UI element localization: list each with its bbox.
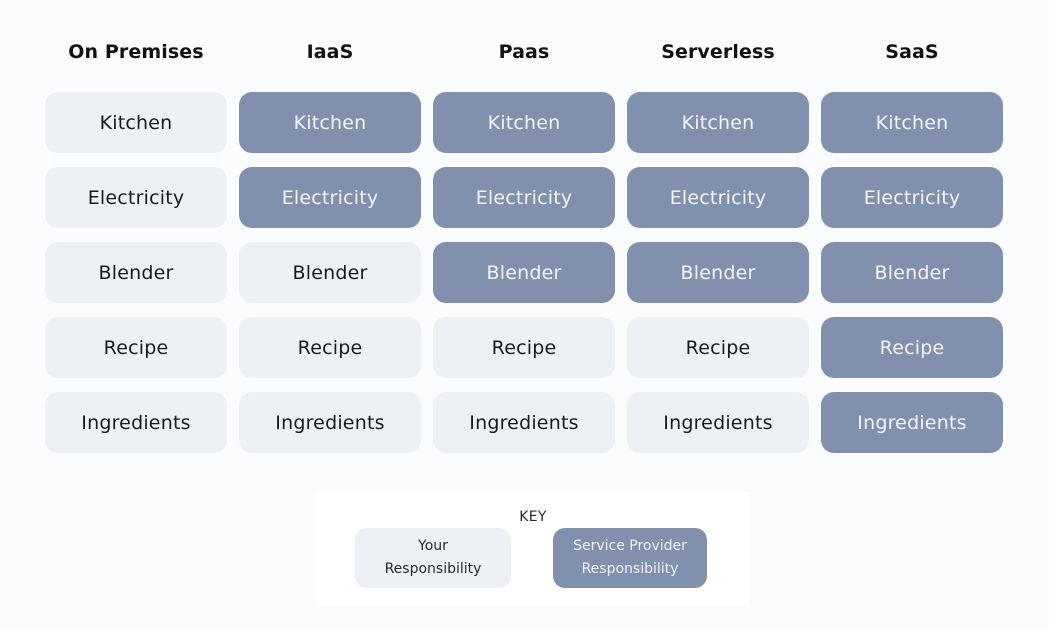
legend-title: KEY	[519, 509, 547, 525]
cell-on-premises-ingredients: Ingredients	[45, 392, 227, 453]
cell-serverless-kitchen: Kitchen	[627, 92, 809, 153]
cell-serverless-blender: Blender	[627, 242, 809, 303]
cell-paas-electricity: Electricity	[433, 167, 615, 228]
cell-saas-recipe: Recipe	[821, 317, 1003, 378]
cell-paas-kitchen: Kitchen	[433, 92, 615, 153]
cell-on-premises-recipe: Recipe	[45, 317, 227, 378]
cell-saas-ingredients: Ingredients	[821, 392, 1003, 453]
column-header-serverless: Serverless	[661, 41, 775, 63]
cell-paas-ingredients: Ingredients	[433, 392, 615, 453]
cell-iaas-electricity: Electricity	[239, 167, 421, 228]
cell-iaas-kitchen: Kitchen	[239, 92, 421, 153]
column-header-paas: Paas	[498, 41, 550, 63]
cell-serverless-electricity: Electricity	[627, 167, 809, 228]
cell-paas-blender: Blender	[433, 242, 615, 303]
cell-serverless-ingredients: Ingredients	[627, 392, 809, 453]
column-header-saas: SaaS	[885, 41, 939, 63]
cell-serverless-recipe: Recipe	[627, 317, 809, 378]
cell-saas-blender: Blender	[821, 242, 1003, 303]
cell-iaas-recipe: Recipe	[239, 317, 421, 378]
cell-on-premises-blender: Blender	[45, 242, 227, 303]
cell-paas-recipe: Recipe	[433, 317, 615, 378]
cell-on-premises-kitchen: Kitchen	[45, 92, 227, 153]
cell-saas-electricity: Electricity	[821, 167, 1003, 228]
cell-on-premises-electricity: Electricity	[45, 167, 227, 228]
column-header-iaas: IaaS	[306, 41, 354, 63]
cell-iaas-blender: Blender	[239, 242, 421, 303]
cell-saas-kitchen: Kitchen	[821, 92, 1003, 153]
column-header-on-premises: On Premises	[68, 41, 204, 63]
cell-iaas-ingredients: Ingredients	[239, 392, 421, 453]
